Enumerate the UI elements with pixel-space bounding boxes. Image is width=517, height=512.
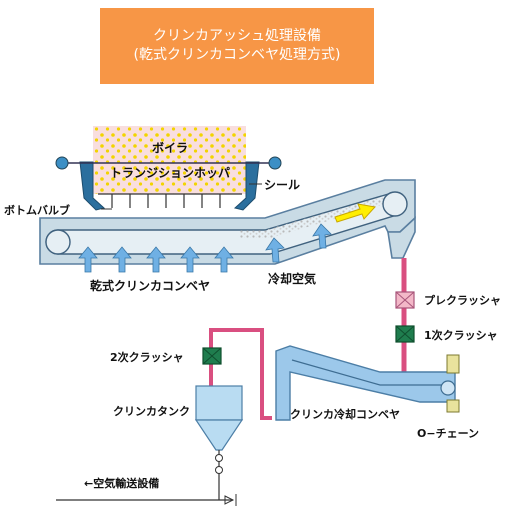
discharge-chute — [387, 216, 416, 259]
dry-clinker-conveyor-label: 乾式クリンカコンベヤ — [90, 278, 210, 293]
cooling-air-arrows — [78, 223, 332, 273]
left-seal-roller — [55, 156, 69, 170]
pre-crusher-label: プレクラッシャ — [424, 293, 501, 307]
clinker-tank — [194, 385, 244, 500]
cooling-conveyor-belt — [291, 359, 448, 386]
clinker-tank-label: クリンカタンク — [113, 405, 190, 418]
boiler-label: ボイラ — [152, 140, 188, 155]
cooling-conveyor-pulley — [440, 380, 456, 396]
bottom-valve-gates — [111, 194, 221, 208]
bottom-valve-label: ボトムバルブ — [4, 203, 70, 217]
primary-crusher-label: 1次クラッシャ — [424, 328, 498, 342]
chain-sprocket-top — [446, 354, 460, 374]
right-seal-roller — [268, 156, 282, 170]
boiler-hopper: ボイラ トランジションホッパ — [55, 126, 282, 211]
pre-crusher — [395, 291, 415, 309]
pneumatic-transport-label: ←空気輸送設備 — [84, 476, 159, 490]
secondary-crusher — [202, 347, 222, 365]
secondary-crusher-label: 2次クラッシャ — [110, 350, 184, 364]
left-seal-plate — [79, 161, 106, 211]
title-line-1: クリンカアッシュ処理設備 — [153, 28, 321, 44]
cooling-conveyor-casing — [275, 345, 456, 421]
chain-sprocket-bottom — [446, 399, 460, 413]
seal-label: シール — [264, 178, 300, 192]
o-chain-label: O−チェーン — [417, 427, 479, 440]
clinker-cooling-conveyor — [275, 345, 460, 421]
clinker-cooling-conveyor-label: クリンカ冷却コンベヤ — [290, 407, 400, 421]
primary-crusher — [395, 325, 415, 343]
tail-pulley — [45, 229, 71, 255]
ash-layer — [240, 196, 392, 238]
cooling-air-label: 冷却空気 — [268, 271, 316, 286]
ash-flow-arrow — [334, 203, 376, 223]
pneumatic-transport-line — [56, 494, 237, 506]
hopper-ash-dots — [93, 126, 246, 194]
head-pulley — [382, 191, 408, 217]
right-seal-plate — [233, 161, 260, 211]
title-box: クリンカアッシュ処理設備 (乾式クリンカコンベヤ処理方式) — [100, 8, 374, 84]
title-line-2: (乾式クリンカコンベヤ処理方式) — [133, 47, 341, 63]
ash-pipe-left — [209, 328, 272, 420]
transition-hopper-label: トランジションホッパ — [110, 166, 230, 180]
